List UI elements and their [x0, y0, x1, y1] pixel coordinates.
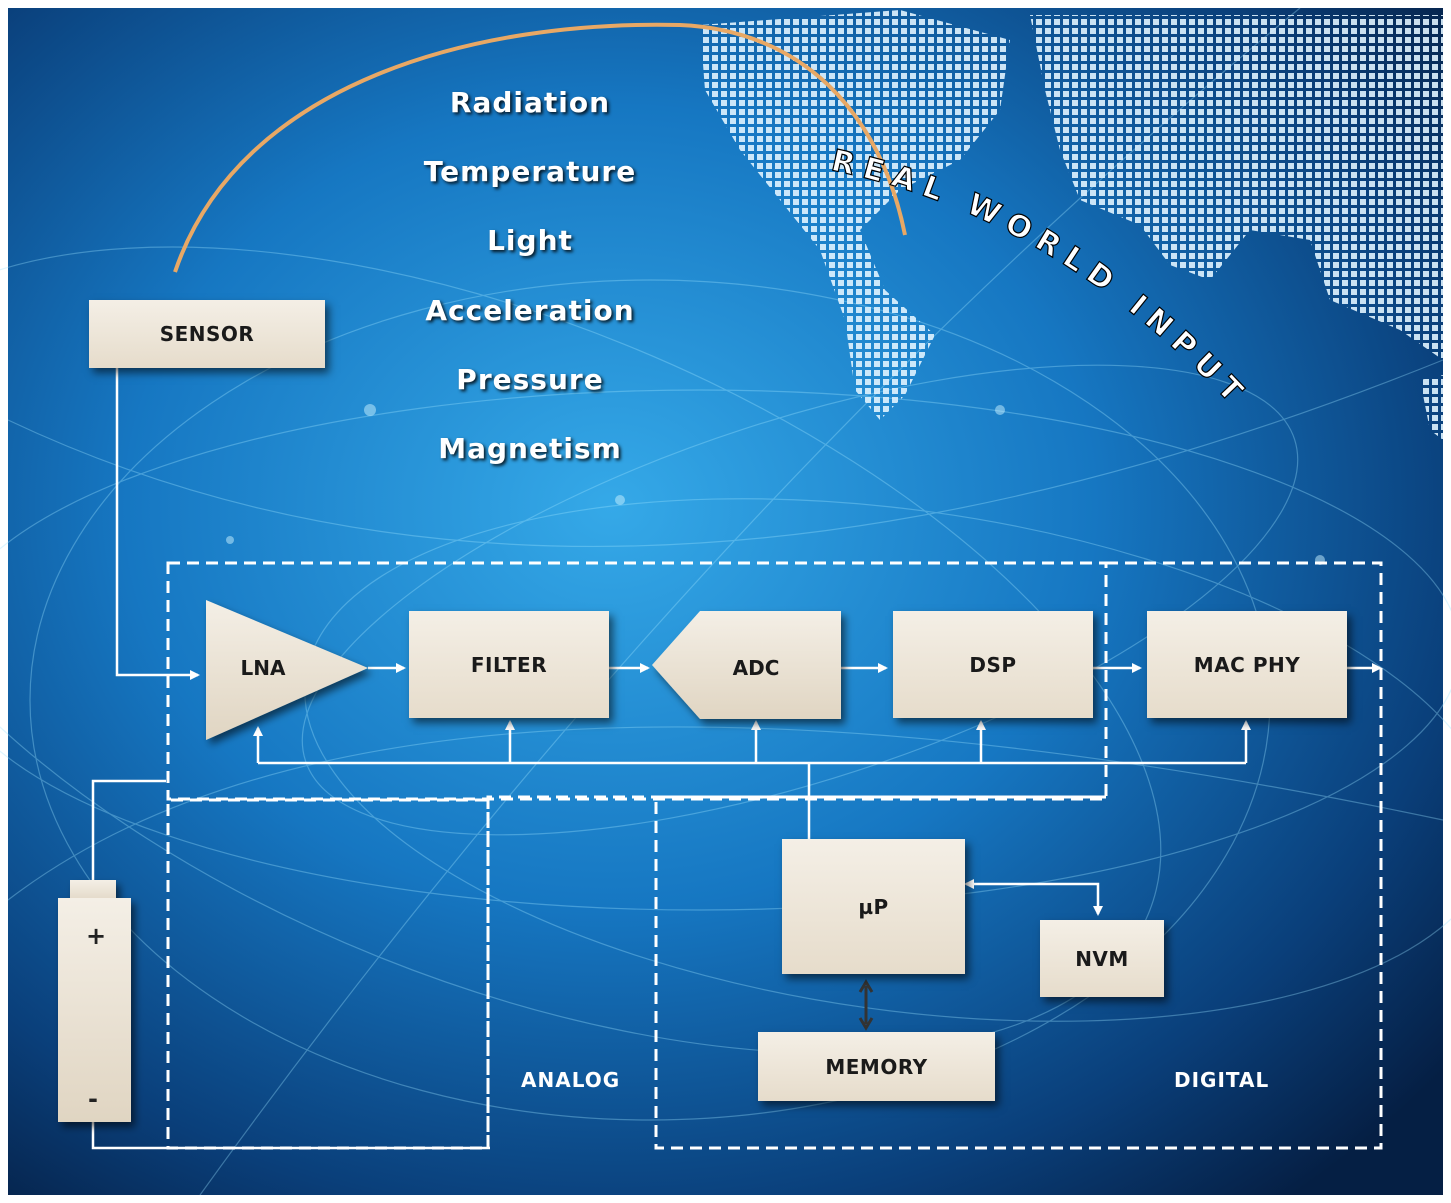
phenomenon-label: Pressure — [456, 363, 604, 396]
phenomenon-label: Temperature — [423, 155, 637, 188]
sensor-to-lna-line — [115, 368, 200, 680]
up-memory-line — [858, 979, 874, 1031]
battery-plus-sign: + — [86, 922, 107, 950]
phenomenon-label: Acceleration — [425, 294, 635, 327]
sensor-block: SENSOR — [89, 300, 325, 368]
dsp-label: DSP — [969, 652, 1017, 677]
phenomenon-label: Light — [487, 224, 573, 257]
power-minus-line — [91, 1122, 490, 1150]
analog-zone-label: ANALOG — [521, 1068, 621, 1092]
signal-lines — [91, 368, 1382, 1150]
digital-zone-boundary — [654, 561, 1383, 1150]
real-world-input-label: REAL WORLD INPUT — [828, 143, 1255, 415]
mac-phy-block: MAC PHY — [1147, 611, 1347, 718]
adc-shape — [652, 611, 841, 719]
lna-shape — [206, 600, 368, 740]
memory-block: MEMORY — [758, 1032, 995, 1101]
world-map — [700, 10, 1443, 440]
battery — [58, 880, 131, 1122]
nvm-block: NVM — [1040, 920, 1164, 997]
power-plus-line — [91, 779, 166, 896]
dsp-block: DSP — [893, 611, 1093, 718]
adc-label: ADC — [732, 656, 780, 680]
sensor-label: SENSOR — [159, 322, 255, 346]
up-nvm-line — [964, 879, 1103, 916]
microprocessor-block: µP — [782, 839, 965, 974]
phenomenon-label: Radiation — [449, 86, 611, 119]
lna-block: LNA — [218, 648, 308, 688]
nvm-label: NVM — [1075, 946, 1129, 971]
battery-minus-sign: - — [88, 1085, 98, 1113]
lna-label: LNA — [240, 656, 286, 680]
microprocessor-label: µP — [858, 894, 889, 919]
phenomenon-label: Magnetism — [438, 432, 622, 465]
real-world-arc — [173, 22, 907, 273]
memory-label: MEMORY — [825, 1054, 928, 1079]
digital-zone-label: DIGITAL — [1174, 1068, 1270, 1092]
filter-block: FILTER — [409, 611, 609, 718]
mac-phy-label: MAC PHY — [1193, 652, 1301, 677]
filter-label: FILTER — [470, 652, 548, 677]
real-world-input-text: REAL WORLD INPUT — [828, 143, 1247, 416]
signal-chain-zone — [166, 561, 1108, 801]
adc-block: ADC — [700, 648, 812, 688]
